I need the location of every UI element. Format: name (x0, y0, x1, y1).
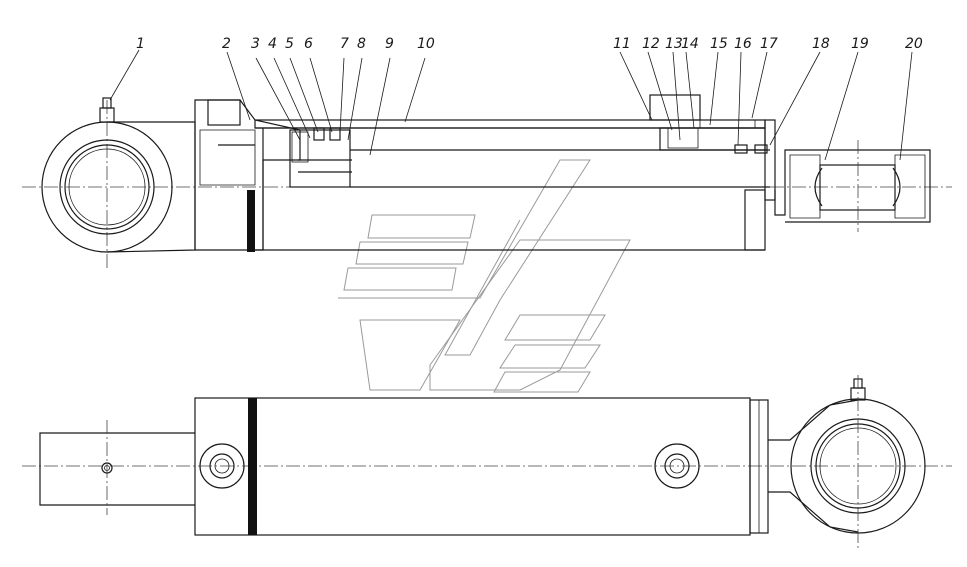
callout-20: 20 (905, 36, 923, 52)
callout-13: 13 (665, 36, 683, 52)
paint-band (248, 398, 257, 535)
callout-15: 15 (710, 36, 728, 52)
callout-17: 17 (760, 36, 778, 52)
callout-3: 3 (251, 36, 260, 52)
callout-12: 12 (642, 36, 660, 52)
callout-11: 11 (613, 36, 631, 52)
callout-10: 10 (417, 36, 435, 52)
callout-leaders (109, 49, 913, 161)
top-section-view (22, 94, 952, 270)
callout-1: 1 (136, 36, 145, 52)
bottom-outside-view (22, 375, 952, 550)
callout-5: 5 (285, 36, 294, 52)
callout-18: 18 (812, 36, 830, 52)
company-logo-watermark (338, 159, 631, 393)
callout-numbers: 1 2 3 4 5 6 7 8 9 10 11 12 13 14 15 16 1… (136, 36, 923, 52)
callout-8: 8 (357, 36, 366, 52)
paint-band (247, 190, 255, 252)
callout-14: 14 (681, 36, 699, 52)
callout-16: 16 (734, 36, 752, 52)
callout-6: 6 (304, 36, 313, 52)
callout-2: 2 (222, 36, 231, 52)
callout-19: 19 (851, 36, 869, 52)
callout-7: 7 (340, 36, 349, 52)
callout-9: 9 (385, 36, 394, 52)
callout-4: 4 (268, 36, 277, 52)
